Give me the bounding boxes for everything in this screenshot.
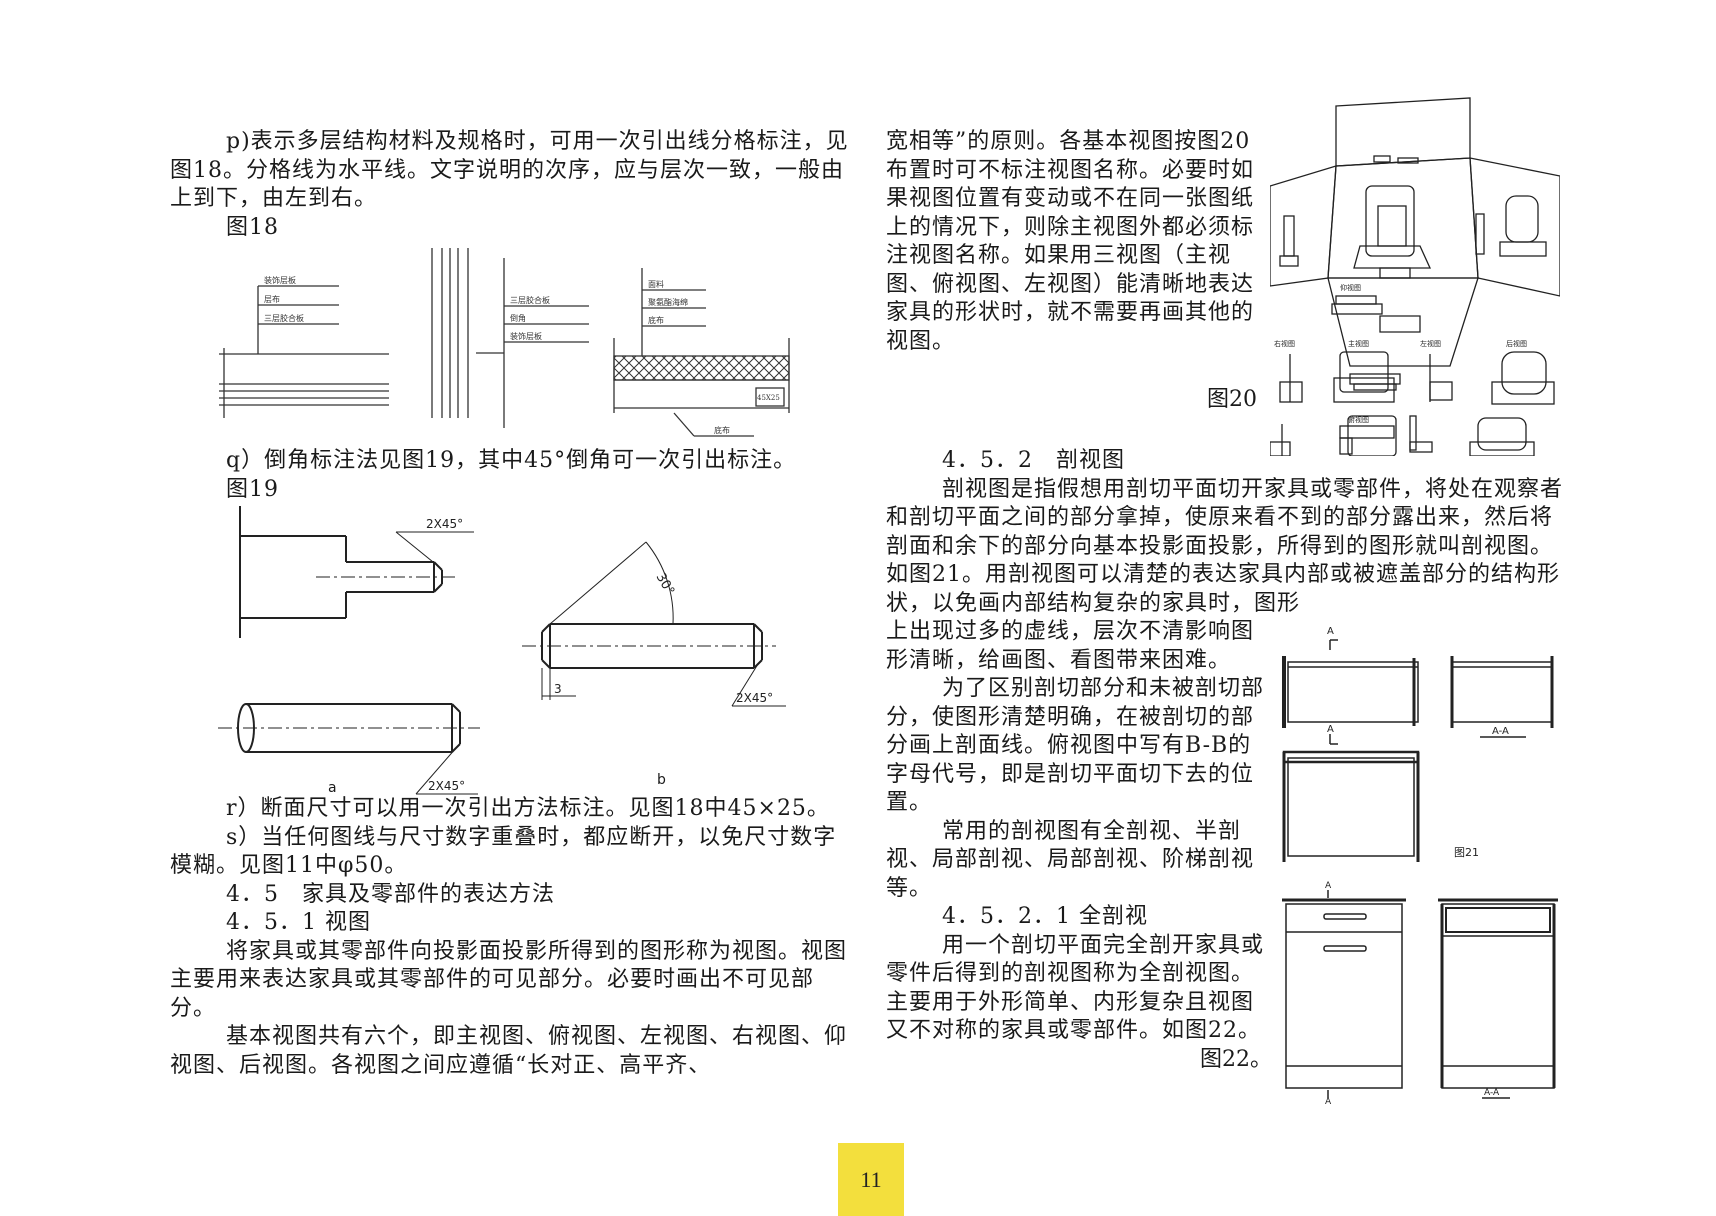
item-s: s）当任何图线与尺寸数字重叠时，都应断开，以免尺寸数字模糊。见图11中φ50。 (170, 824, 837, 879)
para-top: 宽相等”的原则。各基本视图按图20布置时可不标注视图名称。必要时如果视图位置有变… (886, 129, 1255, 354)
left-column-bottom: r）断面尺寸可以用一次引出方法标注。见图18中45×25。 s）当任何图线与尺寸… (170, 795, 850, 1080)
fig21-drawing: A A A-A 图21 (1282, 626, 1554, 862)
right-column-section: 4．5．2 剖视图 剖视图是指假想用剖切平面切开家具或零部件，将处在观察者和剖切… (886, 447, 1566, 618)
fig20-caption: 图20 (1207, 387, 1257, 412)
section-4-5-2-1: 4．5．2．1 全剖视 (942, 904, 1148, 929)
fig20-view-label-6: 俯视图 (1348, 415, 1369, 424)
fig19-dim-len: 3 (554, 682, 562, 696)
fig20-view-label-1: 仰视图 (1340, 283, 1361, 292)
fig19-dim-c: 2X45° (428, 779, 465, 793)
page-number-badge: 11 (838, 1143, 904, 1216)
fig19-caption: 图19 (226, 476, 279, 502)
fig20-view-label-2: 右视图 (1274, 339, 1295, 348)
fig19-label-a: a (328, 780, 337, 796)
fig18-drawing: 装饰层板 层布 三层胶合板 三层胶合板 倒角 装饰层板 (219, 248, 790, 437)
fig22-caption: 图22。 (1200, 1047, 1272, 1072)
fig18-c-bottom: 底布 (714, 425, 730, 435)
fig18-a-label-3: 三层胶合板 (264, 313, 304, 323)
para-section-b: 上出现过多的虚线，层次不清影响图形清晰，给画图、看图带来困难。 (886, 619, 1255, 673)
fig18-c-label-2: 聚氨酯海绵 (648, 297, 688, 307)
fig19-drawing: 2X45° 30° 3 2X45° 2X45° (218, 506, 786, 795)
right-column-narrow: 上出现过多的虚线，层次不清影响图形清晰，给画图、看图带来困难。 为了区别剖切部分… (886, 618, 1272, 1046)
section-4-5-2: 4．5．2 剖视图 (942, 448, 1125, 473)
para-view-1: 将家具或其零部件向投影面投影所得到的图形称为视图。视图主要用来表达家具或其零部件… (170, 938, 848, 1021)
fig18-b-label-1: 三层胶合板 (510, 295, 550, 305)
fig20-view-label-5: 后视图 (1506, 339, 1527, 348)
fig21-section-label: A-A (1492, 726, 1509, 737)
para-section: 剖视图是指假想用剖切平面切开家具或零部件，将处在观察者和剖切平面之间的部分拿掉，… (886, 476, 1564, 616)
fig22-drawing: A A A-A (1282, 881, 1558, 1106)
fig20-views: 仰视图 右视图 主视图 左视图 后视图 俯视图 (1274, 283, 1555, 455)
item-p: p)表示多层结构材料及规格时，可用一次引出线分格标注，见图18。分格线为水平线。… (170, 129, 849, 211)
fig18-c-dim: 45X25 (757, 394, 780, 402)
left-column-top: p)表示多层结构材料及规格时，可用一次引出线分格标注，见图18。分格线为水平线。… (170, 128, 850, 242)
fig18-caption: 图18 (226, 214, 279, 240)
para-common: 常用的剖视图有全剖视、半剖视、局部剖视、局部剖视、阶梯剖视等。 (886, 818, 1255, 901)
fig21-cut-top: A (1327, 626, 1334, 637)
fig22-cut-bottom: A (1325, 1097, 1332, 1106)
fig18-b-label-3: 装饰层板 (510, 331, 542, 341)
fig19-dim-a: 2X45° (426, 517, 463, 531)
para-view-2: 基本视图共有六个，即主视图、俯视图、左视图、右视图、仰视图、后视图。各视图之间应… (170, 1024, 848, 1078)
section-4-5-1: 4．5．1 视图 (226, 910, 371, 935)
fig18-c-label-1: 面料 (648, 279, 664, 289)
right-column-top: 宽相等”的原则。各基本视图按图20布置时可不标注视图名称。必要时如果视图位置有变… (886, 128, 1272, 356)
fig22-section-label: A-A (1484, 1088, 1500, 1098)
fig20-drawing (1270, 97, 1560, 456)
fig18-a-label-1: 装饰层板 (264, 275, 296, 285)
fig18-c-label-3: 底布 (648, 315, 664, 325)
item-q: q）倒角标注法见图19，其中45°倒角可一次引出标注。 (226, 448, 797, 473)
fig20-view-label-3: 主视图 (1348, 339, 1369, 348)
fig19-label-b: b (657, 772, 666, 788)
page-number: 11 (860, 1166, 882, 1192)
para-full: 用一个剖切平面完全剖开家具或零件后得到的剖视图称为全剖视图。主要用于外形简单、内… (886, 932, 1265, 1044)
para-distinguish: 为了区别剖切部分和未被剖切部分，使图形清楚明确，在被剖切的部分画上剖面线。俯视图… (886, 676, 1265, 815)
section-4-5: 4．5 家具及零部件的表达方法 (226, 881, 555, 907)
fig22-cut-top: A (1325, 881, 1332, 891)
fig21-cut-bottom: A (1327, 724, 1334, 735)
fig19-dim-chamfer: 2X45° (736, 691, 773, 705)
left-column-q: q）倒角标注法见图19，其中45°倒角可一次引出标注。 图19 (170, 447, 850, 504)
fig18-b-label-2: 倒角 (510, 313, 526, 323)
fig19-dim-angle: 30° (653, 571, 678, 598)
fig18-a-label-2: 层布 (264, 294, 280, 304)
fig21-caption: 图21 (1454, 846, 1479, 859)
fig20-view-label-4: 左视图 (1420, 339, 1441, 348)
item-r: r）断面尺寸可以用一次引出方法标注。见图18中45×25。 (226, 796, 830, 821)
